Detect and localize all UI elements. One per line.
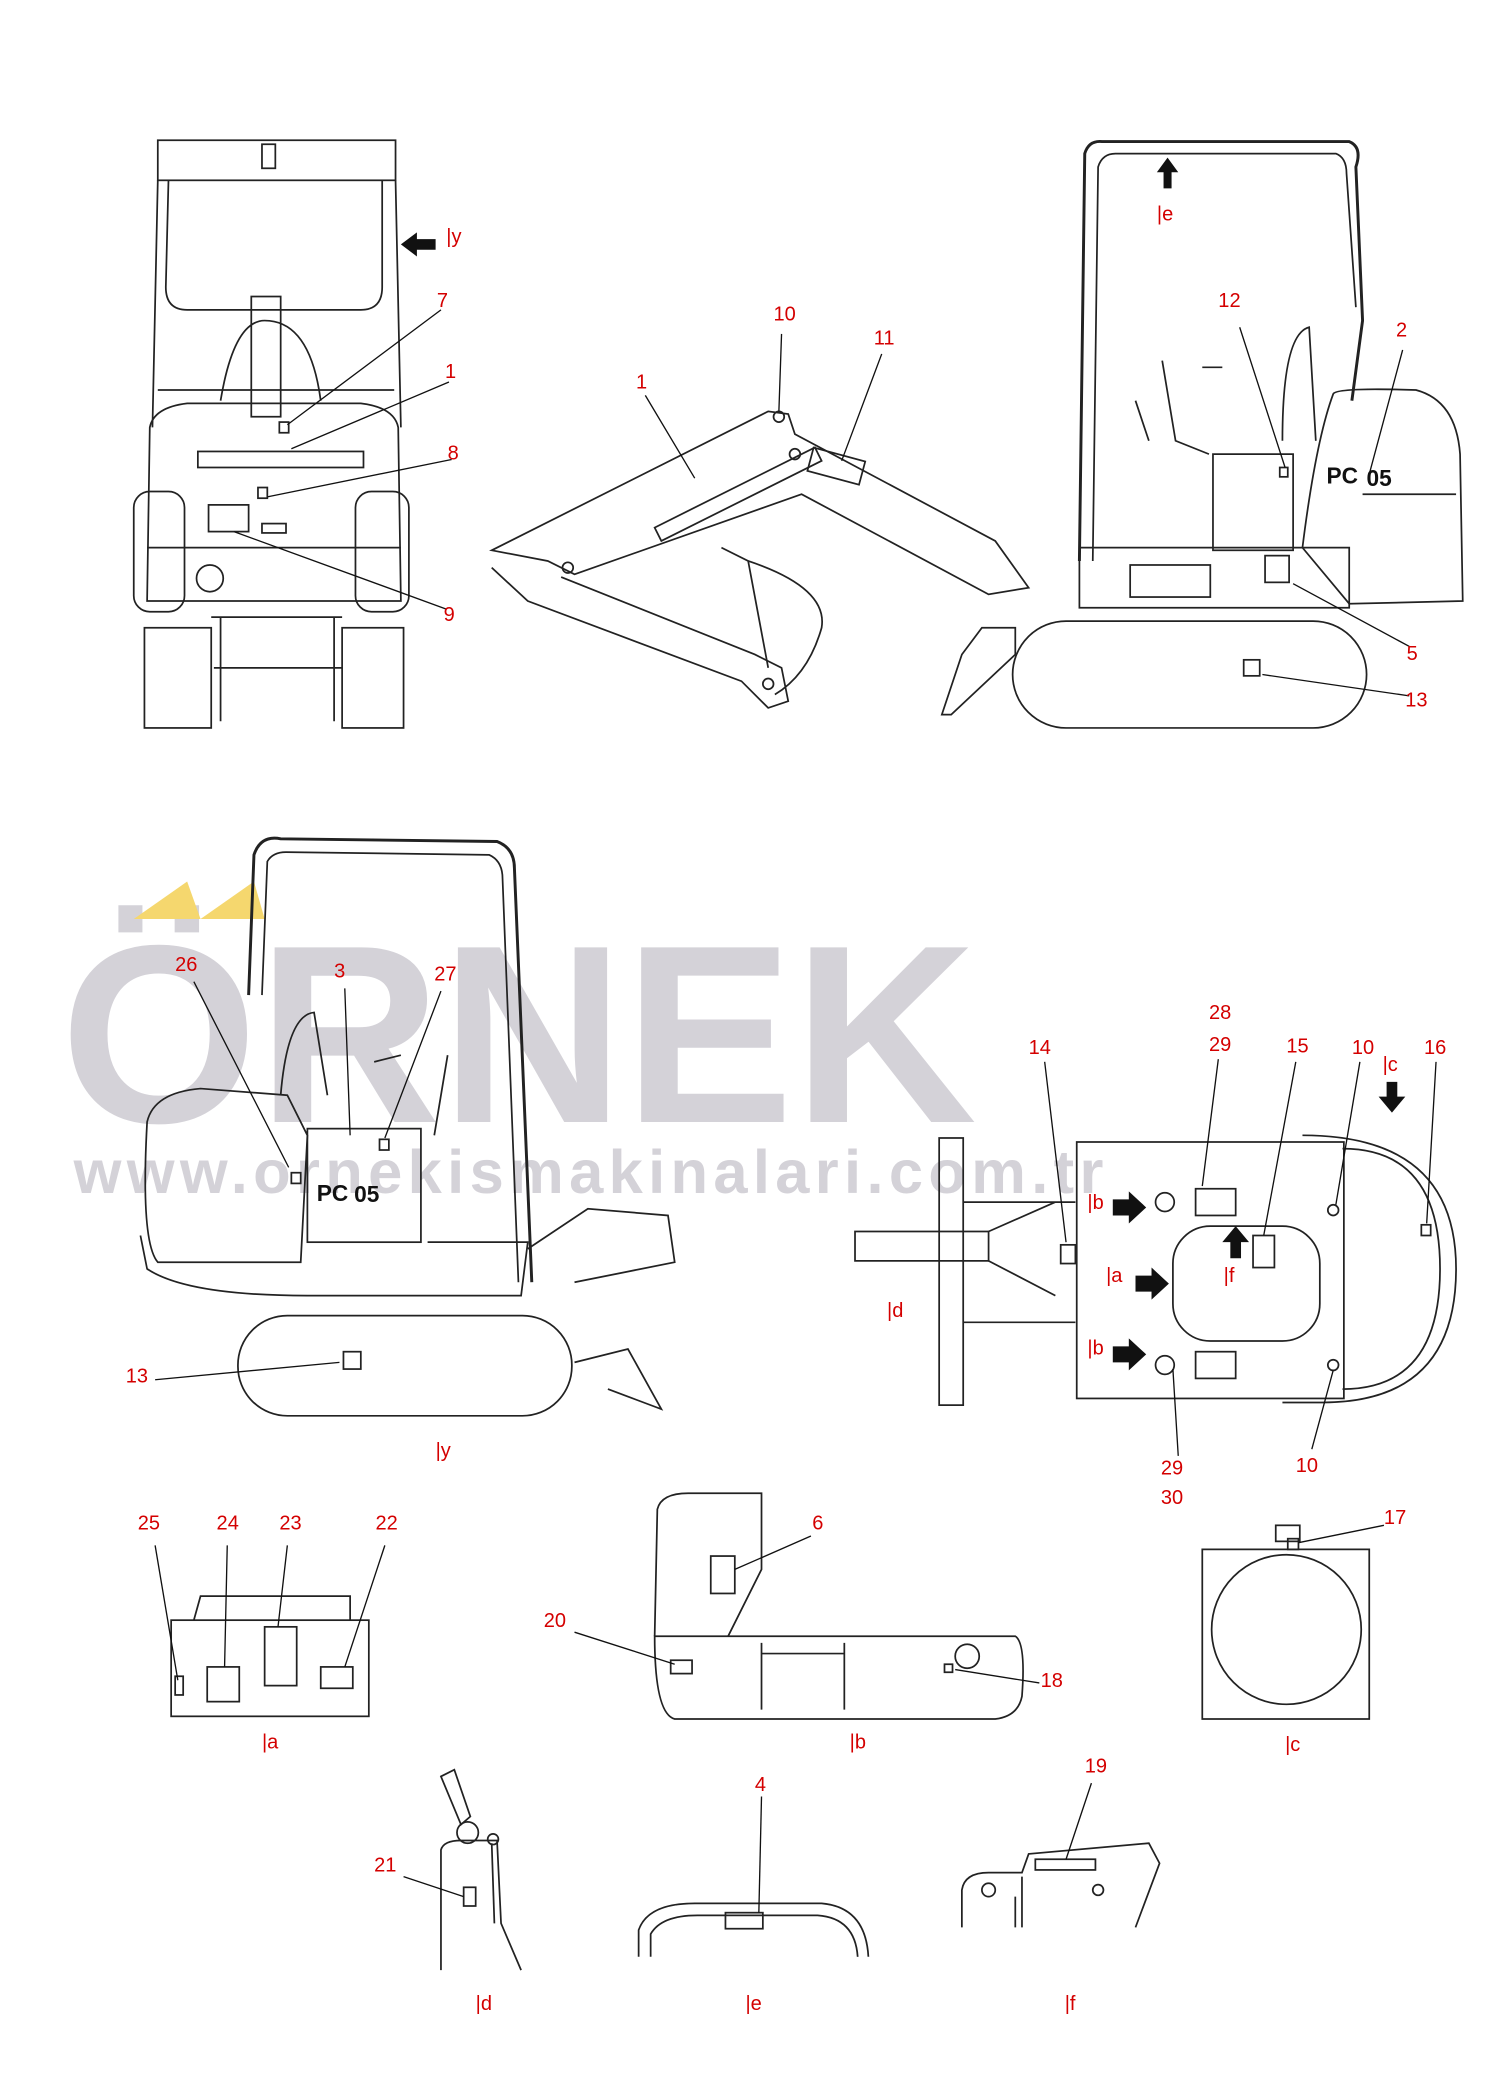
detail-b: 6 20 18 |b: [544, 1492, 1063, 1753]
watermark-accent-left: [133, 881, 201, 919]
model-badge-prefix-left: PC: [317, 1180, 349, 1206]
view-label-c: |c: [1383, 1054, 1398, 1076]
callout-24: 24: [217, 1512, 239, 1534]
callout-10-top: 10: [1352, 1037, 1374, 1059]
view-label-b-top: |b: [1087, 1192, 1103, 1214]
view-arrow-b-bottom-icon: [1112, 1338, 1147, 1371]
callout-25: 25: [138, 1512, 160, 1534]
callout-13-left: 13: [126, 1365, 148, 1387]
detail-e: 4 |e: [637, 1774, 870, 2015]
left-view: PC 05 26 3 27 13 |y: [126, 836, 676, 1462]
callout-7: 7: [437, 290, 448, 312]
callout-13: 13: [1405, 690, 1427, 712]
callout-27: 27: [434, 963, 456, 985]
callout-17: 17: [1384, 1507, 1406, 1529]
view-label-y-left: |y: [436, 1440, 451, 1462]
watermark-accent-right: [200, 881, 265, 919]
callout-19: 19: [1085, 1755, 1107, 1777]
callout-15: 15: [1286, 1036, 1308, 1058]
callout-3: 3: [334, 961, 345, 983]
callout-9: 9: [444, 604, 455, 626]
view-arrow-y-icon: [400, 232, 436, 257]
view-arrow-f-icon: [1222, 1226, 1250, 1259]
view-arrow-c-icon: [1378, 1081, 1406, 1113]
model-badge-prefix: PC: [1327, 463, 1359, 489]
view-label-f: |f: [1224, 1265, 1235, 1287]
callout-29-top: 29: [1209, 1034, 1231, 1056]
view-label-c-detail: |c: [1285, 1734, 1300, 1756]
callout-8: 8: [448, 442, 459, 464]
callout-6: 6: [812, 1512, 823, 1534]
detail-d: 21 |d: [374, 1768, 522, 2015]
side-view: PC 05 |e 12 2 5 13: [1011, 140, 1464, 729]
callout-29-bottom: 29: [1161, 1458, 1183, 1480]
callout-16: 16: [1424, 1037, 1446, 1059]
watermark-url: www.ornekismakinalari.com.tr: [73, 1138, 1109, 1207]
callout-10-bottom: 10: [1296, 1455, 1318, 1477]
callout-21: 21: [374, 1854, 396, 1876]
detail-f: 19 |f: [960, 1755, 1161, 2015]
model-badge-number-left: 05: [354, 1181, 379, 1207]
callout-30: 30: [1161, 1487, 1183, 1509]
boom-arm: 10 11 1: [489, 304, 1031, 716]
view-label-e: |e: [1157, 203, 1173, 225]
callout-22: 22: [376, 1512, 398, 1534]
view-label-a: |a: [1106, 1265, 1123, 1287]
callout-14: 14: [1029, 1037, 1051, 1059]
callout-23: 23: [279, 1512, 301, 1534]
callout-18: 18: [1041, 1670, 1063, 1692]
view-label-a-detail: |a: [262, 1731, 279, 1753]
detail-c: 17 |c: [1201, 1507, 1406, 1756]
top-view: 28 29 14 15 10 |c 16 |b |a |f |d |b 29 3…: [854, 1002, 1457, 1509]
view-label-e-detail: |e: [745, 1993, 761, 2015]
callout-20: 20: [544, 1610, 566, 1632]
callout-5: 5: [1407, 643, 1418, 665]
callout-1-boom: 1: [636, 372, 647, 394]
callout-26: 26: [175, 954, 197, 976]
view-label-b-detail: |b: [850, 1731, 866, 1753]
view-label-d-detail: |d: [476, 1993, 492, 2015]
watermark: ÖRNEK www.ornekismakinalari.com.tr: [60, 881, 1109, 1207]
callout-2: 2: [1396, 320, 1407, 342]
callout-11: 11: [874, 328, 895, 350]
callout-1: 1: [445, 361, 456, 383]
detail-a: 25 24 23 22 |a: [138, 1512, 398, 1753]
view-label-f-detail: |f: [1065, 1993, 1076, 2015]
callout-12: 12: [1218, 290, 1240, 312]
view-label-b-bottom: |b: [1087, 1337, 1103, 1359]
front-view: |y 7 1 8 9: [132, 139, 462, 729]
callout-10: 10: [774, 304, 796, 326]
callout-28: 28: [1209, 1002, 1231, 1024]
view-label-d: |d: [887, 1300, 903, 1322]
view-arrow-a-icon: [1135, 1267, 1169, 1300]
view-label-y: |y: [446, 226, 461, 248]
view-arrow-e-icon: [1156, 157, 1179, 189]
view-arrow-b-top-icon: [1112, 1191, 1147, 1224]
callout-4: 4: [755, 1774, 766, 1796]
